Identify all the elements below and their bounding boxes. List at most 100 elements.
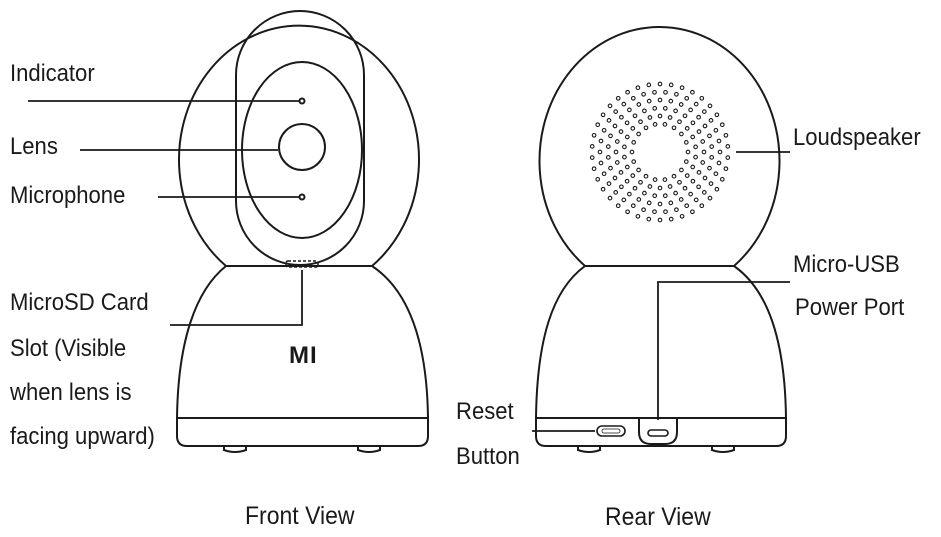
speaker-hole [619,184,624,190]
speaker-hole [591,132,597,138]
speaker-hole [630,203,636,209]
speaker-hole [684,173,690,178]
speaker-hole [631,140,637,145]
speaker-hole [690,164,696,170]
speaker-hole [635,213,641,219]
speaker-hole [652,177,658,182]
speaker-hole [643,173,649,179]
label-indicator: Indicator [10,60,95,87]
speaker-hole [618,129,624,134]
speaker-hole [600,112,606,118]
speaker-hole [713,171,719,177]
rear-leader-lines [532,151,790,432]
indicator-icon [298,97,306,105]
rear-camera [534,26,788,453]
speaker-hole [612,175,618,181]
speaker-hole [673,108,678,114]
speaker-hole [696,114,701,120]
speaker-hole [646,200,652,206]
speaker-hole [636,167,641,173]
speaker-hole [708,181,714,186]
speaker-hole [630,126,636,131]
speaker-hole [613,190,619,195]
mi-logo: MI [289,342,318,369]
speaker-hole [693,197,699,203]
speaker-hole [632,113,638,119]
speaker-hole [696,129,702,134]
speaker-hole [699,203,705,209]
label-sd-line3: when lens is [10,379,132,406]
speaker-hole [624,178,630,184]
speaker-hole [685,149,691,155]
speaker-hole [690,134,696,140]
speaker-hole [646,98,652,104]
speaker-hole [700,160,706,165]
speaker-hole [725,155,731,160]
speaker-hole [595,176,601,182]
speaker-hole [591,166,597,172]
speaker-hole [678,102,684,107]
speaker-hole [598,138,604,144]
front-foot-right [357,446,381,453]
speaker-hole [723,132,729,138]
speaker-hole [662,193,668,199]
speaker-hole [652,89,657,95]
label-reset-line1: Reset [456,398,514,425]
speaker-hole [668,216,674,222]
rear-head-outline [538,26,781,267]
speaker-hole [614,139,620,144]
usb-port-icon [638,418,678,445]
speaker-hole [668,98,674,104]
speaker-hole [607,195,613,201]
speaker-hole [612,123,618,129]
speaker-hole [707,103,713,109]
speaker-hole [668,200,674,206]
speaker-hole [707,133,712,139]
speaker-hole [716,138,722,144]
speaker-hole [624,164,630,170]
speaker-hole [696,184,701,190]
speaker-hole [629,149,635,155]
speaker-hole [646,216,652,222]
caption-front-view: Front View [245,502,355,530]
speaker-hole [615,95,621,101]
speaker-hole [678,197,684,202]
speaker-hole [630,95,636,101]
speaker-hole [641,207,646,213]
speaker-hole [589,144,595,149]
speaker-hole [674,207,679,213]
speaker-hole [683,140,689,145]
speaker-hole [615,203,621,209]
speaker-hole [657,201,663,207]
label-loudspeaker: Loudspeaker [793,124,921,151]
speaker-hole [630,173,636,178]
front-leader-lines [28,100,303,326]
rear-foot-left [577,446,601,453]
speaker-hole [657,81,663,87]
speaker-hole [671,173,677,179]
front-base-outline [175,265,430,419]
speaker-hole [636,131,641,137]
speaker-hole [636,102,642,107]
speaker-hole [621,101,627,107]
speaker-hole [652,122,658,127]
speaker-hole [679,213,685,219]
speaker-hole [696,170,702,175]
speaker-hole [642,108,647,114]
speaker-hole [624,120,630,126]
speaker-hole [707,195,713,201]
speaker-hole [709,144,715,149]
speaker-hole [701,190,707,195]
speaker-hole [621,197,627,203]
speaker-hole [652,193,658,199]
speaker-hole [601,171,607,177]
speaker-hole [631,159,637,164]
speaker-hole [679,131,684,137]
speaker-hole [657,113,663,119]
speaker-hole [625,209,630,215]
loudspeaker-grille-icon [589,81,731,223]
speaker-hole [690,120,696,126]
front-face-plate [235,10,365,266]
speaker-hole [624,134,630,140]
